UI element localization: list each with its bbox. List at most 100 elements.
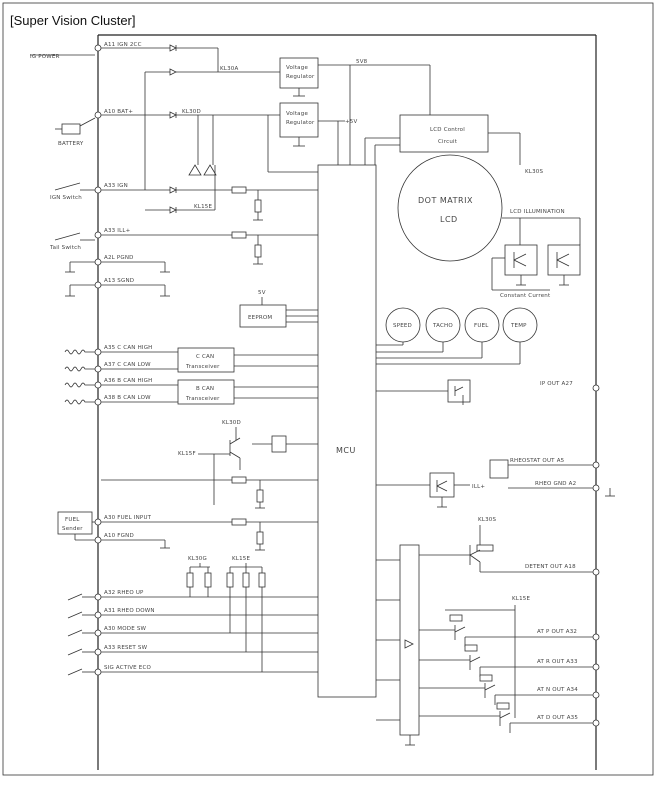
gauges: SPEED TACHO FUEL TEMP bbox=[376, 307, 538, 365]
pin-rheo-down-label: A31 RHEO DOWN bbox=[104, 608, 155, 614]
net-kl15e-b-label: KL15E bbox=[232, 556, 250, 562]
pin-pgnd-label: A2L PGND bbox=[104, 255, 134, 261]
net-kl30s-lcd-label: KL30S bbox=[525, 169, 543, 175]
svg-text:Voltage: Voltage bbox=[286, 65, 308, 71]
pin-fgnd bbox=[94, 536, 102, 544]
pin-can-c-high bbox=[94, 348, 102, 356]
svg-text:LCD: LCD bbox=[440, 215, 458, 224]
at-outputs: KL15E AT P OUT A32 AT R OUT A33 AT N OUT… bbox=[419, 596, 600, 733]
pin-ign-cc bbox=[94, 44, 102, 52]
net-kl30d-b-label: KL30D bbox=[222, 420, 241, 426]
pin-can-b-low bbox=[94, 398, 102, 406]
pin-ign bbox=[94, 186, 102, 194]
net-ill-plus-label: ILL+ bbox=[472, 484, 485, 490]
page-frame bbox=[2, 2, 654, 776]
pin-rheostat-out bbox=[592, 461, 600, 469]
pin-bat-label: A10 BAT+ bbox=[104, 109, 133, 115]
svg-text:Sender: Sender bbox=[62, 526, 83, 532]
at-p-label: AT P OUT A32 bbox=[537, 629, 577, 635]
pin-can-c-low bbox=[94, 365, 102, 373]
rheostat-out-label: RHEOSTAT OUT A5 bbox=[510, 458, 565, 464]
svg-text:FUEL: FUEL bbox=[474, 323, 489, 329]
detent-out-label: DETENT OUT A18 bbox=[525, 564, 576, 570]
ign-connection: A33 IGN IGN Switch KL15E bbox=[50, 164, 318, 221]
pin-sgnd bbox=[94, 281, 102, 289]
c-can-transceiver bbox=[177, 347, 235, 373]
svg-text:TACHO: TACHO bbox=[432, 323, 453, 329]
pin-ign-cc-label: A11 IGN 2CC bbox=[104, 42, 142, 48]
at-n-label: AT N OUT A34 bbox=[537, 687, 578, 693]
constant-current-label: Constant Current bbox=[500, 293, 551, 299]
svg-text:FUEL: FUEL bbox=[65, 517, 80, 523]
battery-label: BATTERY bbox=[58, 141, 84, 147]
net-kl30g-label: KL30G bbox=[188, 556, 207, 562]
eeprom-block: 5V EEPROM bbox=[239, 290, 318, 328]
voltage-regulator-1: Voltage Regulator 5V8 bbox=[279, 57, 431, 165]
pin-ign-label: A33 IGN bbox=[104, 183, 128, 189]
ip-out: IP OUT A27 bbox=[376, 379, 600, 405]
net-kl30s-label: KL30S bbox=[478, 517, 496, 523]
can-b-lines: A36 B CAN HIGH A38 B CAN LOW B CAN Trans… bbox=[64, 378, 318, 406]
svg-text:EEPROM: EEPROM bbox=[248, 315, 272, 321]
net-plus5v-label: +5V bbox=[345, 119, 358, 125]
pin-rheo-up bbox=[94, 593, 102, 601]
kl30d-transistor-area: KL30D KL15F bbox=[101, 420, 318, 509]
pin-rheo-down bbox=[94, 611, 102, 619]
pin-fuel-input-label: A30 FUEL INPUT bbox=[104, 515, 152, 521]
net-kl15f-label: KL15F bbox=[178, 451, 196, 457]
ip-out-label: IP OUT A27 bbox=[540, 381, 573, 387]
lcd-control-circuit: LCD Control Circuit bbox=[364, 114, 521, 165]
ground-pins: A2L PGND A13 SGND bbox=[65, 255, 170, 297]
pin-ip-out bbox=[592, 384, 600, 392]
detent-out: KL30S DETENT OUT A18 bbox=[419, 517, 600, 576]
battery-connection: A10 BAT+ BATTERY KL30D bbox=[55, 109, 280, 165]
pin-at-d bbox=[592, 719, 600, 727]
net-5v8-label: 5V8 bbox=[356, 59, 368, 65]
svg-text:TEMP: TEMP bbox=[510, 323, 527, 329]
switch-inputs: KL30G KL15E A32 RHEO UP A31 RHEO DOWN A3… bbox=[67, 556, 318, 676]
pin-sig-active-eco-label: SIG ACTIVE ECO bbox=[104, 665, 152, 671]
pin-can-c-high-label: A35 C CAN HIGH bbox=[104, 345, 153, 351]
ig-power-label: IG POWER bbox=[30, 54, 60, 60]
tail-switch-label: Tail Switch bbox=[49, 245, 81, 251]
svg-text:Regulator: Regulator bbox=[286, 74, 315, 80]
pin-sgnd-label: A13 SGND bbox=[104, 278, 134, 284]
pin-rheo-gnd bbox=[592, 484, 600, 492]
svg-text:Transceiver: Transceiver bbox=[185, 396, 220, 402]
pin-ill bbox=[94, 231, 102, 239]
pin-pgnd bbox=[94, 258, 102, 266]
svg-text:Circuit: Circuit bbox=[438, 139, 458, 145]
voltage-regulator-2: Voltage Regulator +5V bbox=[267, 102, 358, 173]
pin-mode-sw-label: A30 MODE SW bbox=[104, 626, 147, 632]
output-driver-block bbox=[399, 544, 420, 736]
svg-text:LCD Control: LCD Control bbox=[430, 127, 465, 133]
pin-reset-sw bbox=[94, 648, 102, 656]
svg-text:B CAN: B CAN bbox=[196, 386, 214, 392]
pin-reset-sw-label: A33 RESET SW bbox=[104, 645, 148, 651]
svg-text:SPEED: SPEED bbox=[393, 323, 412, 329]
dot-matrix-lcd: DOT MATRIX LCD KL30S LCD ILLUMINATION bbox=[397, 154, 581, 262]
svg-text:Voltage: Voltage bbox=[286, 111, 308, 117]
can-c-lines: A35 C CAN HIGH A37 C CAN LOW C CAN Trans… bbox=[64, 345, 318, 373]
pin-ill-label: A33 ILL+ bbox=[104, 228, 131, 234]
rheo-gnd-label: RHEO GND A2 bbox=[535, 481, 576, 487]
net-kl30a-label: KL30A bbox=[220, 66, 238, 72]
pin-at-r bbox=[592, 663, 600, 671]
pin-mode-sw bbox=[94, 629, 102, 637]
diagram-title: [Super Vision Cluster] bbox=[10, 13, 136, 28]
pin-fuel-input bbox=[94, 518, 102, 526]
pin-can-b-high-label: A36 B CAN HIGH bbox=[104, 378, 152, 384]
ign-switch-label: IGN Switch bbox=[50, 195, 82, 201]
net-5v-label: 5V bbox=[258, 290, 266, 296]
svg-text:Regulator: Regulator bbox=[286, 120, 315, 126]
pin-fgnd-label: A10 FGND bbox=[104, 533, 134, 539]
svg-text:C CAN: C CAN bbox=[196, 354, 214, 360]
net-kl15e-c-label: KL15E bbox=[512, 596, 530, 602]
pin-at-p bbox=[592, 633, 600, 641]
ig-power-connection: A11 IGN 2CC IG POWER bbox=[30, 42, 219, 72]
net-kl30d-label: KL30D bbox=[182, 109, 201, 115]
constant-current-drivers: Constant Current bbox=[491, 244, 581, 299]
pin-at-n bbox=[592, 691, 600, 699]
fuel-sender-connection: FUEL Sender A30 FUEL INPUT A10 FGND bbox=[57, 511, 318, 551]
